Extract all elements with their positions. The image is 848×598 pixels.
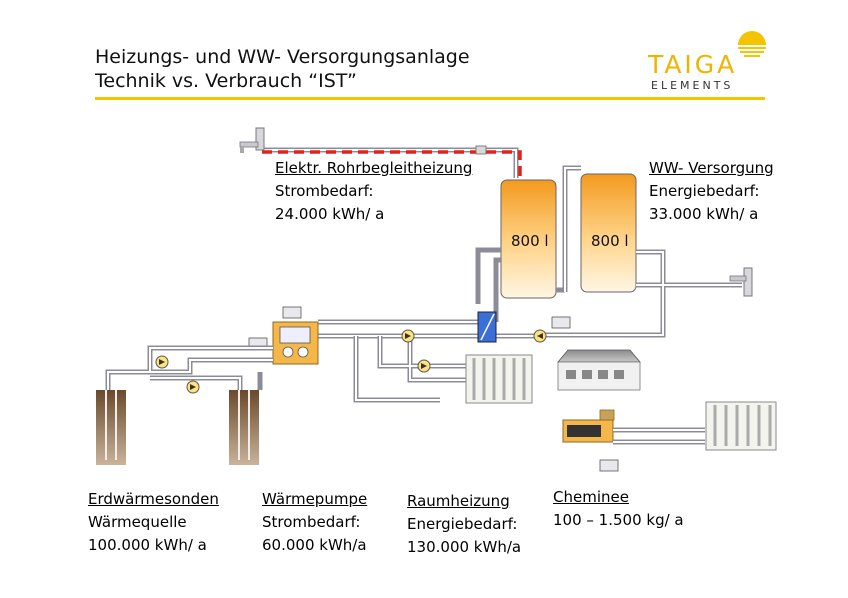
borehole-icon-2 <box>229 390 259 465</box>
tank-2 <box>580 173 637 293</box>
radiator-icon-cheminee <box>705 401 777 451</box>
label-raumheizung: Raumheizung Energiebedarf: 130.000 kWh/a <box>407 490 521 559</box>
faucet-icon-top <box>239 127 265 153</box>
logo-text: TAIGA <box>648 50 738 79</box>
label-waermepumpe: Wärmepumpe Strombedarf: 60.000 kWh/a <box>262 488 367 557</box>
label-cheminee-heading: Cheminee <box>553 488 629 506</box>
label-ww-versorgung-heading: WW- Versorgung <box>649 159 774 177</box>
valve-icon-top <box>475 145 487 155</box>
controller-icon-4 <box>599 459 619 472</box>
cheminee-stove-icon <box>562 409 615 443</box>
label-erdwaermesonden-line1: Wärmequelle <box>88 513 187 531</box>
pump-icon-ww <box>533 329 547 343</box>
page-title-line1: Heizungs- und WW- Versorgungsanlage <box>95 46 470 68</box>
tank-1 <box>500 179 557 299</box>
label-ww-versorgung: WW- Versorgung Energiebedarf: 33.000 kWh… <box>649 157 774 226</box>
pump-icon-heating-1 <box>401 329 415 343</box>
label-rohrbegleitheizung: Elektr. Rohrbegleitheizung Strombedarf: … <box>275 157 472 226</box>
tank-connection-pipe <box>556 165 581 293</box>
label-erdwaermesonden-heading: Erdwärmesonden <box>88 490 219 508</box>
controller-icon-1 <box>282 306 302 319</box>
pump-icon-source-2 <box>186 380 200 394</box>
borehole-icon-1 <box>96 390 126 465</box>
label-rohrbegleitheizung-heading: Elektr. Rohrbegleitheizung <box>275 159 473 177</box>
tank-1-label: 800 l <box>511 232 549 250</box>
heat-exchanger-icon <box>477 311 497 343</box>
label-raumheizung-line1: Energiebedarf: <box>407 515 518 533</box>
label-raumheizung-heading: Raumheizung <box>407 492 510 510</box>
label-erdwaermesonden-line2: 100.000 kWh/ a <box>88 536 207 554</box>
pump-icon-source-1 <box>155 355 169 369</box>
label-waermepumpe-line1: Strombedarf: <box>262 513 361 531</box>
label-cheminee-line1: 100 – 1.500 kg/ a <box>553 511 684 529</box>
label-cheminee: Cheminee 100 – 1.500 kg/ a <box>553 486 684 532</box>
logo-sun-icon <box>738 31 766 57</box>
logo-subtext: ELEMENTS <box>651 79 734 92</box>
radiator-icon-heating <box>465 354 533 404</box>
page-title-line2: Technik vs. Verbrauch “IST” <box>95 70 357 92</box>
cheminee-pipe <box>613 427 705 445</box>
pump-icon-heating-2 <box>417 359 431 373</box>
heat-trace-line <box>262 150 522 182</box>
controller-icon-3 <box>551 316 571 329</box>
tank-2-label: 800 l <box>591 232 629 250</box>
label-ww-versorgung-line1: Energiebedarf: <box>649 182 760 200</box>
hot-water-line-inner <box>262 149 517 178</box>
heat-pump-icon <box>272 321 319 365</box>
label-rohrbegleitheizung-line2: 24.000 kWh/ a <box>275 205 385 223</box>
label-erdwaermesonden: Erdwärmesonden Wärmequelle 100.000 kWh/ … <box>88 488 219 557</box>
label-raumheizung-line2: 130.000 kWh/a <box>407 538 522 556</box>
label-ww-versorgung-line2: 33.000 kWh/ a <box>649 205 759 223</box>
label-waermepumpe-heading: Wärmepumpe <box>262 490 368 508</box>
house-icon <box>557 349 641 391</box>
label-waermepumpe-line2: 60.000 kWh/a <box>262 536 367 554</box>
faucet-icon-right <box>729 267 753 297</box>
header-divider <box>95 97 765 100</box>
label-rohrbegleitheizung-line1: Strombedarf: <box>275 182 374 200</box>
